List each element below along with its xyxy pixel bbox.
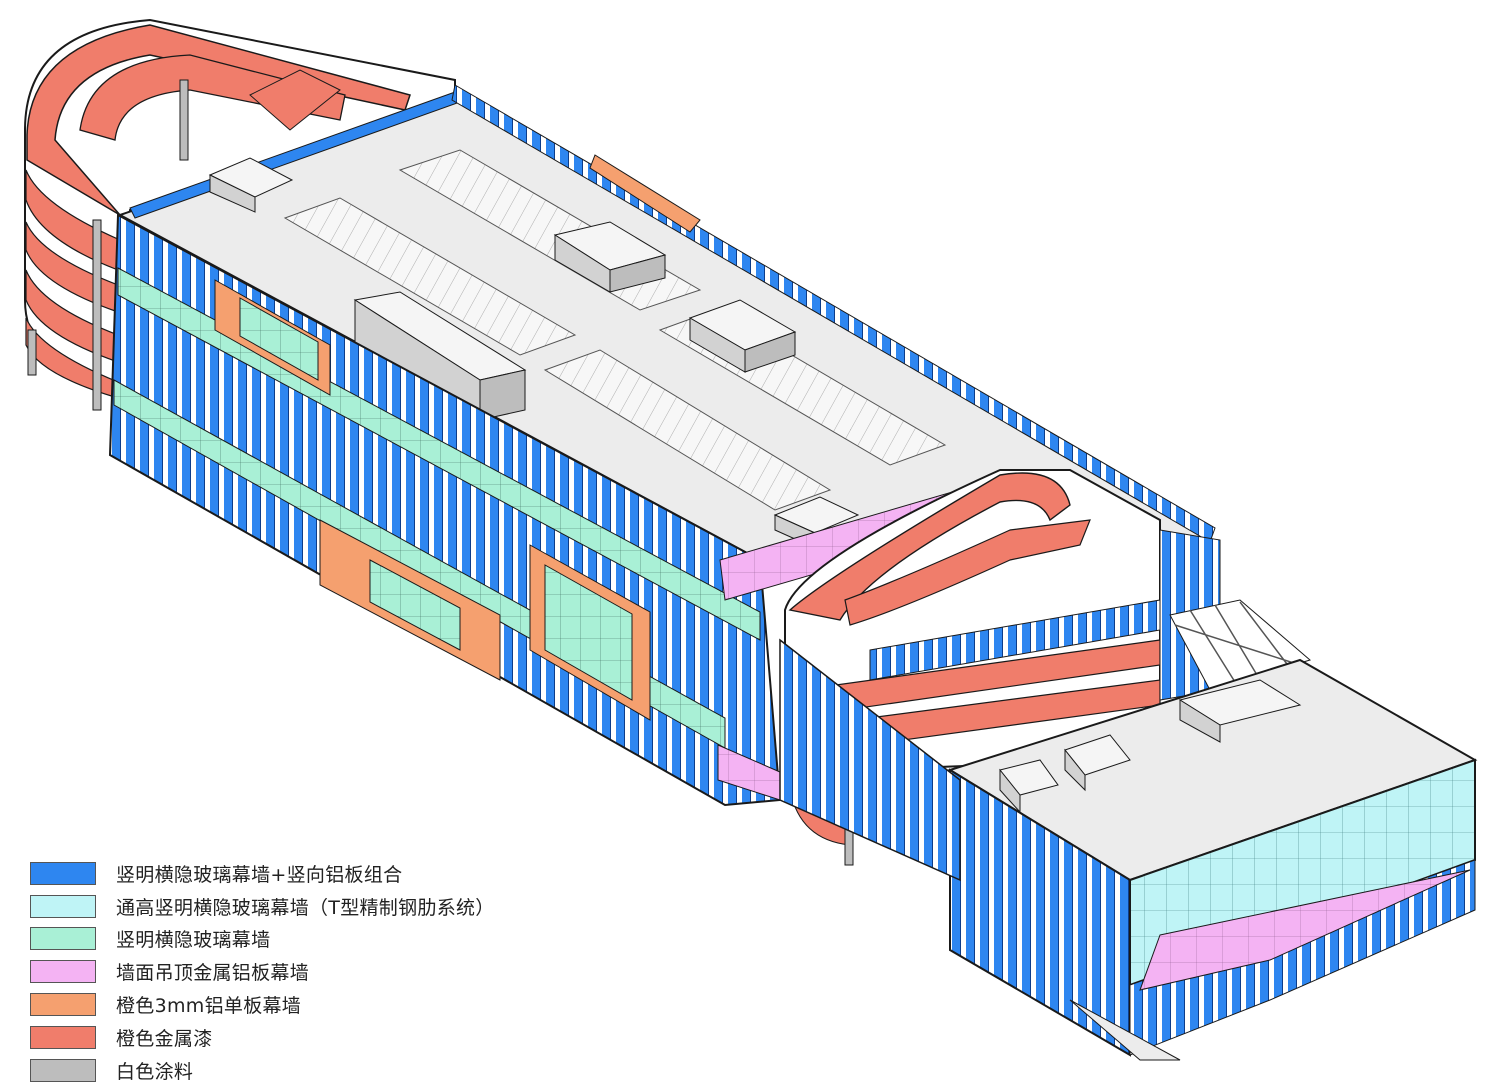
legend-swatch-mint-glass	[30, 927, 96, 951]
legend-item: 通高竖明横隐玻璃幕墙（T型精制钢肋系统）	[30, 890, 550, 923]
main-block	[24, 18, 1478, 1061]
material-legend: 竖明横隐玻璃幕墙+竖向铝板组合 通高竖明横隐玻璃幕墙（T型精制钢肋系统） 竖明横…	[30, 857, 550, 1087]
legend-label: 竖明横隐玻璃幕墙	[116, 929, 271, 952]
legend-label: 墙面吊顶金属铝板幕墙	[116, 962, 310, 985]
legend-item: 橙色3mm铝单板幕墙	[30, 988, 550, 1021]
legend-label: 橙色3mm铝单板幕墙	[116, 995, 302, 1018]
legend-swatch-pink-panel	[30, 960, 96, 984]
legend-item: 墙面吊顶金属铝板幕墙	[30, 955, 550, 988]
legend-label: 橙色金属漆	[116, 1027, 213, 1050]
legend-swatch-white-paint	[30, 1058, 96, 1082]
legend-label: 竖明横隐玻璃幕墙+竖向铝板组合	[116, 863, 403, 886]
legend-label: 白色涂料	[116, 1060, 194, 1083]
right-spiral-ramp-tower	[784, 469, 1221, 866]
main-long-facade	[108, 213, 1001, 807]
legend-item: 竖明横隐玻璃幕墙+竖向铝板组合	[30, 857, 550, 890]
legend-swatch-blue-glass	[30, 861, 96, 885]
left-spiral-ramp-tower	[24, 18, 456, 411]
legend-swatch-cyan-glass	[30, 894, 96, 918]
legend-item: 竖明横隐玻璃幕墙	[30, 923, 550, 956]
legend-item: 橙色金属漆	[30, 1021, 550, 1054]
legend-item: 白色涂料	[30, 1054, 550, 1087]
right-low-block	[779, 599, 1478, 1061]
legend-swatch-red-paint	[30, 1025, 96, 1049]
rooftop-equipment	[208, 157, 860, 549]
legend-swatch-orange-panel	[30, 993, 96, 1017]
legend-label: 通高竖明横隐玻璃幕墙（T型精制钢肋系统）	[116, 896, 495, 919]
